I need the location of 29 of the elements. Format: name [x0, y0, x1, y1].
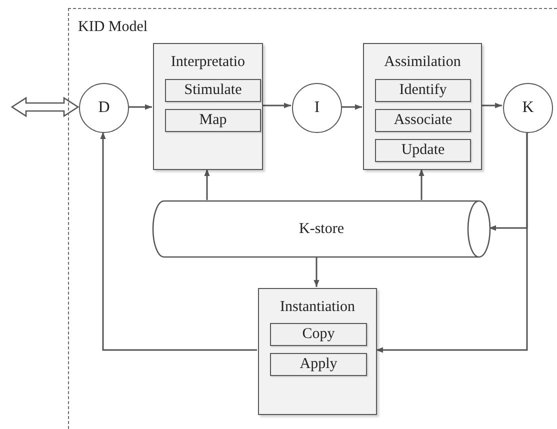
step-box: Copy	[270, 323, 367, 346]
state-circle: I	[292, 83, 342, 133]
arrow	[481, 102, 502, 108]
arrow	[376, 132, 528, 353]
double-arrow	[10, 96, 80, 118]
state-circle: K	[503, 83, 553, 133]
arrow	[204, 169, 210, 200]
dashed-boundary	[68, 8, 557, 429]
step-box: Update	[375, 139, 471, 162]
step-box: Identify	[375, 79, 471, 102]
process-box	[363, 43, 482, 170]
step-box: Apply	[270, 353, 367, 376]
step-box: Associate	[375, 109, 471, 132]
step-box: Stimulate	[165, 79, 261, 102]
arrow	[341, 104, 362, 110]
process-title: Assimilation	[383, 53, 462, 71]
boundary-title: KID Model	[78, 19, 148, 36]
process-title: Interpretatio	[170, 53, 246, 71]
arrow	[418, 169, 424, 200]
arrow	[262, 102, 291, 108]
arrow	[100, 132, 257, 351]
step-box: Map	[165, 109, 261, 132]
state-circle: D	[79, 83, 129, 133]
arrow	[314, 256, 320, 287]
process-title: Instantiation	[279, 298, 356, 316]
arrow	[128, 104, 152, 110]
process-box	[258, 288, 377, 415]
process-box	[153, 43, 263, 170]
storage-label: K-store	[299, 220, 344, 238]
